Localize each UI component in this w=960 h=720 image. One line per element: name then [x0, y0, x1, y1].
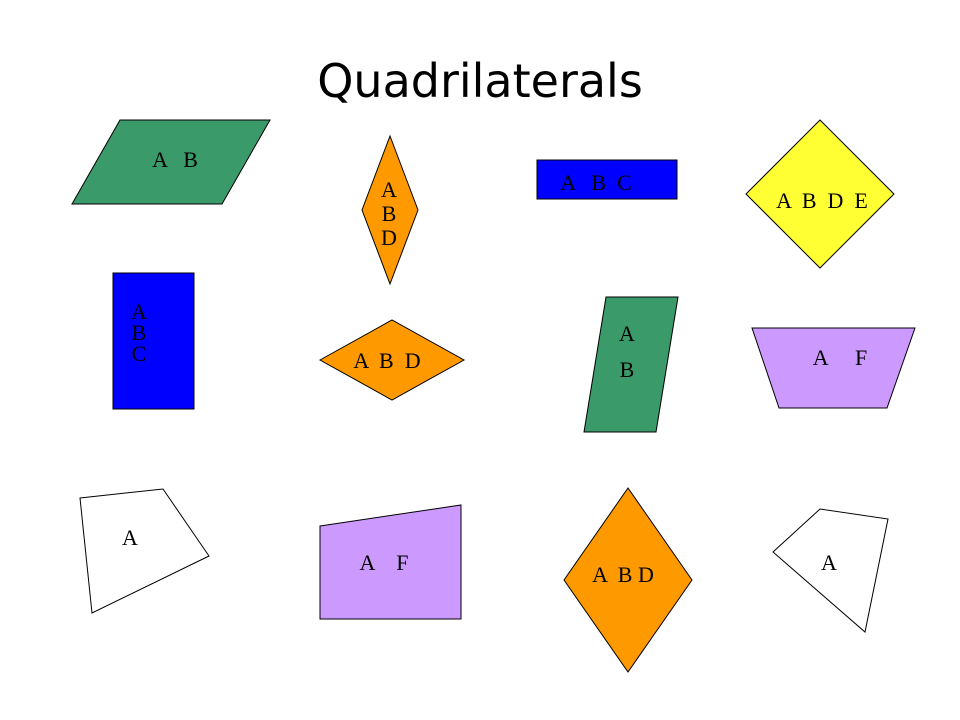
slide-title: Quadrilaterals: [317, 54, 643, 108]
shape-rhombus-2: A B D: [318, 319, 466, 401]
shape-label: B: [620, 357, 635, 382]
shape-label: A: [619, 321, 635, 346]
parallelogram-shape: [71, 119, 271, 205]
shape-rectangle-1: A B C: [536, 159, 678, 200]
shape-label: A: [131, 299, 147, 324]
shape-label: A: [381, 177, 397, 202]
rectangle-shape: [536, 159, 678, 200]
shape-label: A B D E: [776, 188, 868, 213]
shape-label: D: [381, 225, 397, 250]
shape-label: A B: [152, 147, 198, 172]
shape-trapezoid-1: A F: [751, 327, 916, 409]
shape-rhombus-1: ABD: [361, 134, 419, 286]
shape-quadrilateral-1: A: [79, 488, 210, 614]
shape-label: A B D: [592, 562, 654, 587]
quadrilateral-shape: [79, 488, 210, 614]
shape-label: B: [382, 201, 397, 226]
trapezoid-shape: [751, 327, 916, 409]
shape-trapezoid-2: A F: [319, 504, 462, 620]
rhombus-shape: [563, 487, 693, 673]
shape-label: A F: [813, 345, 867, 370]
rectangle-shape: [112, 272, 195, 410]
shape-label: C: [132, 341, 147, 366]
shape-square-1: A B D E: [745, 119, 895, 269]
shape-label: A: [821, 550, 837, 575]
shape-rhombus-3: A B D: [563, 487, 693, 673]
trapezoid-shape: [319, 504, 462, 620]
shape-parallelogram-1: A B: [71, 119, 271, 205]
quadrilateral-shape: [772, 508, 889, 633]
shape-quadrilateral-2: A: [772, 508, 889, 633]
shape-rectangle-2: ABC: [112, 272, 195, 410]
shape-label: A F: [360, 550, 409, 575]
square-shape: [745, 119, 895, 269]
rhombus-shape: [318, 319, 466, 401]
shape-label: A B D: [353, 348, 420, 373]
shape-label: B: [132, 320, 147, 345]
shape-parallelogram-2: AB: [583, 296, 679, 433]
shape-label: A B C: [560, 170, 632, 195]
parallelogram-shape: [583, 296, 679, 433]
shape-label: A: [122, 525, 138, 550]
rhombus-shape: [361, 134, 419, 286]
